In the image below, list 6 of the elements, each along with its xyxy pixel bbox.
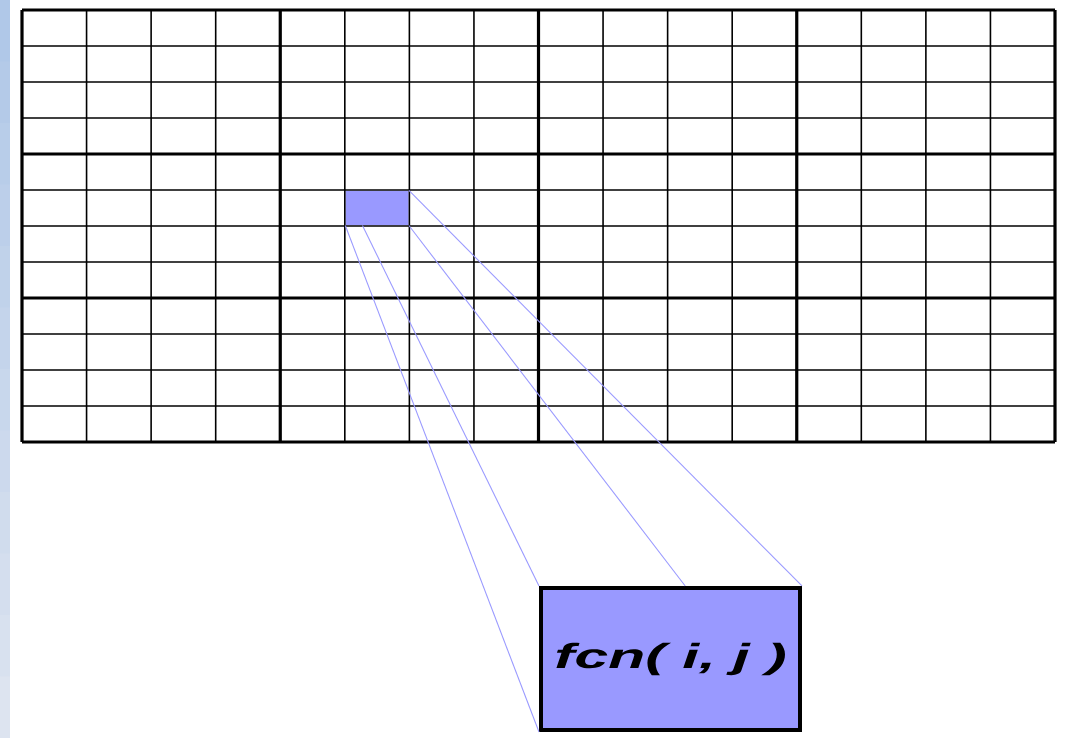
function-box: fcn( i, j ) [539,586,802,732]
leader-line [344,225,540,733]
leader-line [408,189,803,587]
highlighted-cell [345,190,409,226]
leader-line [408,225,686,587]
leader-line [361,225,540,587]
